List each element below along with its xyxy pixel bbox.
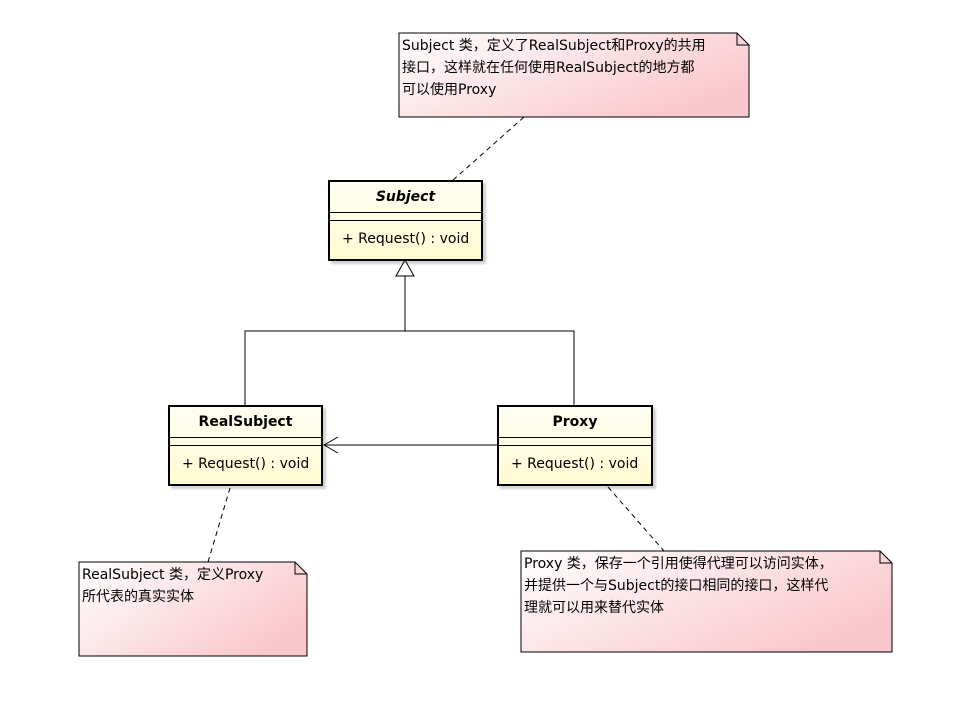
class-real-subject-attributes [170,438,321,446]
note-anchor-subject [451,116,525,182]
class-real-subject[interactable]: RealSubject + Request() : void [168,405,323,486]
class-proxy-name: Proxy [499,407,651,438]
note-anchor-real-subject [207,487,231,563]
class-subject-name: Subject [330,182,481,213]
class-subject[interactable]: Subject + Request() : void [328,180,483,261]
class-proxy-attributes [499,438,651,446]
class-real-subject-operation: + Request() : void [182,456,310,472]
class-subject-attributes [330,213,481,221]
class-proxy-operation: + Request() : void [511,456,639,472]
note-real-subject-text: RealSubject 类，定义Proxy 所代表的真实实体 [82,567,264,605]
generalization-connector [244,276,575,405]
note-proxy-text: Proxy 类，保存一个引用使得代理可以访问实体， 并提供一个与Subject的… [524,556,833,616]
class-subject-operation: + Request() : void [342,231,470,247]
note-subject-text: Subject 类，定义了RealSubject和Proxy的共用 接口，这样就… [402,38,706,98]
class-proxy[interactable]: Proxy + Request() : void [497,405,653,486]
note-anchor-proxy [607,486,665,552]
note-real-subject [78,561,308,657]
note-subject [398,32,750,118]
class-real-subject-name: RealSubject [170,407,321,438]
association-arrowhead [322,436,339,454]
note-proxy [520,550,893,653]
generalization-arrowhead [395,258,415,277]
